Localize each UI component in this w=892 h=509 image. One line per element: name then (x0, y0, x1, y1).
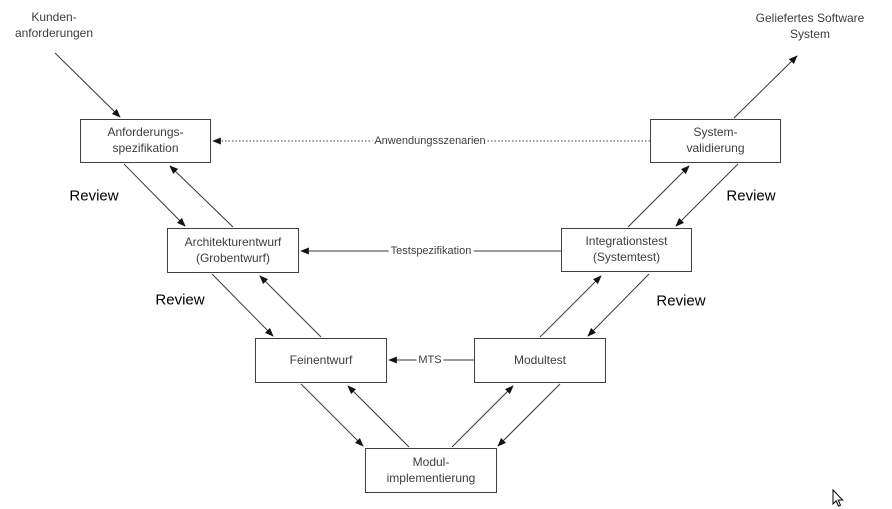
arrow-architekturentwurf-to-anforderungsspezifikation (169, 165, 234, 228)
arrow-modulimplementierung-to-modultest (451, 385, 514, 448)
arrow-feinentwurf-to-modulimplementierung (300, 383, 364, 447)
label-geliefertes-software-system: Geliefertes Software System (755, 11, 865, 41)
arrow-systemvalidierung-to-geliefertes-system (733, 55, 798, 119)
label-review-anforderung: Review (69, 187, 119, 205)
label-anwendungsszenarien: Anwendungsszenarien (372, 135, 488, 147)
label-review-integrationstest: Review (656, 292, 706, 310)
arrow-integrationstest-to-systemvalidierung (627, 165, 690, 228)
arrow-feinentwurf-to-architekturentwurf (259, 275, 322, 338)
node-feinentwurf: Feinentwurf (255, 338, 387, 383)
arrow-systemvalidierung-to-integrationstest (675, 163, 739, 227)
label-review-systemvalidierung: Review (726, 187, 776, 205)
label-kundenanforderungen: Kunden- anforderungen (14, 10, 94, 40)
node-architekturentwurf: Architekturentwurf (Grobentwurf) (167, 228, 299, 273)
node-systemvalidierung: System- validierung (650, 119, 781, 163)
arrow-architekturentwurf-to-feinentwurf (211, 273, 274, 337)
arrow-modultest-to-integrationstest (539, 275, 602, 338)
label-mts: MTS (416, 354, 444, 366)
arrow-anforderungsspezifikation-to-architekturentwurf (123, 163, 186, 227)
arrow-modultest-to-modulimplementierung (497, 383, 561, 447)
node-anforderungsspezifikation: Anforderungs- spezifikation (80, 119, 211, 163)
arrow-modulimplementierung-to-feinentwurf (347, 385, 410, 448)
label-testspezifikation: Testspezifikation (388, 245, 474, 257)
node-modulimplementierung: Modul- implementierung (365, 448, 497, 493)
arrow-kundenanforderungen-to-anforderungsspezifikation (54, 52, 121, 118)
mouse-cursor (832, 488, 844, 507)
node-modultest: Modultest (474, 338, 606, 383)
arrow-integrationstest-to-modultest (587, 273, 650, 337)
label-review-architektur: Review (155, 291, 205, 309)
node-integrationstest: Integrationstest (Systemtest) (561, 228, 692, 272)
